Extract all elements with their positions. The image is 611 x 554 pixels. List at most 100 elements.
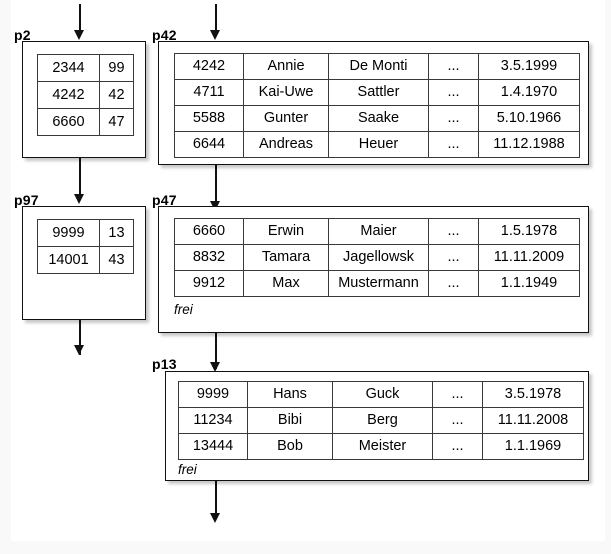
cell-date: 11.11.2008 bbox=[482, 407, 584, 434]
data-table-p42: 4242 Annie De Monti ... 3.5.1999 4711 Ka… bbox=[174, 53, 580, 158]
cell-firstname: Gunter bbox=[243, 105, 329, 132]
cell-firstname: Bob bbox=[247, 433, 333, 460]
dir-pointer-cell: 99 bbox=[99, 54, 134, 82]
cell-more: ... bbox=[428, 218, 479, 245]
cell-id: 9912 bbox=[174, 270, 244, 297]
cell-id: 6660 bbox=[174, 218, 244, 245]
arrow-into-p2-head bbox=[74, 30, 85, 40]
arrow-p2-to-p97-head bbox=[74, 194, 85, 204]
cell-firstname: Max bbox=[243, 270, 329, 297]
page-label-p97: p97 bbox=[14, 192, 39, 208]
cell-more: ... bbox=[428, 79, 479, 106]
directory-table-p2: 2344 99 4242 42 6660 47 bbox=[37, 54, 134, 136]
cell-more: ... bbox=[428, 105, 479, 132]
table-row[interactable]: 4242 42 bbox=[37, 81, 134, 109]
arrow-out-of-p97-head bbox=[74, 345, 85, 355]
cell-id: 5588 bbox=[174, 105, 244, 132]
dir-key-cell: 4242 bbox=[37, 81, 100, 109]
cell-firstname: Hans bbox=[247, 381, 333, 408]
page-gutter-bottom bbox=[0, 541, 611, 554]
cell-firstname: Tamara bbox=[243, 244, 329, 271]
page-label-p13: p13 bbox=[152, 356, 177, 372]
table-row[interactable]: 9999 13 bbox=[37, 219, 134, 247]
cell-id: 11234 bbox=[178, 407, 248, 434]
cell-firstname: Annie bbox=[243, 53, 329, 80]
cell-date: 3.5.1999 bbox=[478, 53, 580, 80]
arrow-into-p42-line bbox=[215, 4, 217, 34]
table-row[interactable]: 11234 Bibi Berg ... 11.11.2008 bbox=[178, 407, 584, 434]
cell-lastname: Mustermann bbox=[328, 270, 429, 297]
table-row[interactable]: 9912 Max Mustermann ... 1.1.1949 bbox=[174, 270, 580, 297]
table-row[interactable]: 4242 Annie De Monti ... 3.5.1999 bbox=[174, 53, 580, 80]
page-block-p42[interactable]: 4242 Annie De Monti ... 3.5.1999 4711 Ka… bbox=[158, 41, 589, 165]
cell-id: 4711 bbox=[174, 79, 244, 106]
arrow-p2-to-p97-line bbox=[79, 158, 81, 196]
table-row[interactable]: 13444 Bob Meister ... 1.1.1969 bbox=[178, 433, 584, 460]
cell-lastname: Maier bbox=[328, 218, 429, 245]
dir-key-cell: 9999 bbox=[37, 219, 100, 247]
cell-lastname: Meister bbox=[332, 433, 433, 460]
cell-lastname: Berg bbox=[332, 407, 433, 434]
data-table-p13: 9999 Hans Guck ... 3.5.1978 11234 Bibi B… bbox=[178, 381, 584, 460]
arrow-p42-to-p47-line bbox=[215, 165, 217, 203]
cell-lastname: Heuer bbox=[328, 131, 429, 158]
cell-firstname: Bibi bbox=[247, 407, 333, 434]
cell-id: 6644 bbox=[174, 131, 244, 158]
table-row[interactable]: 2344 99 bbox=[37, 54, 134, 82]
table-row[interactable]: 6644 Andreas Heuer ... 11.12.1988 bbox=[174, 131, 580, 158]
cell-more: ... bbox=[428, 244, 479, 271]
cell-id: 8832 bbox=[174, 244, 244, 271]
dir-pointer-cell: 43 bbox=[99, 246, 134, 274]
arrow-out-of-p13-head bbox=[210, 513, 221, 523]
cell-date: 1.4.1970 bbox=[478, 79, 580, 106]
page-block-p13[interactable]: 9999 Hans Guck ... 3.5.1978 11234 Bibi B… bbox=[165, 371, 589, 481]
cell-date: 11.12.1988 bbox=[478, 131, 580, 158]
page-block-p97[interactable]: 9999 13 14001 43 bbox=[22, 206, 146, 320]
cell-more: ... bbox=[428, 53, 479, 80]
cell-date: 3.5.1978 bbox=[482, 381, 584, 408]
arrow-p47-to-p13-head bbox=[210, 362, 221, 372]
cell-firstname: Erwin bbox=[243, 218, 329, 245]
cell-lastname: Sattler bbox=[328, 79, 429, 106]
table-row[interactable]: 14001 43 bbox=[37, 246, 134, 274]
page-gutter-left bbox=[0, 0, 11, 554]
cell-more: ... bbox=[432, 381, 483, 408]
dir-key-cell: 6660 bbox=[37, 108, 100, 136]
cell-more: ... bbox=[432, 433, 483, 460]
cell-id: 4242 bbox=[174, 53, 244, 80]
cell-id: 9999 bbox=[178, 381, 248, 408]
table-row[interactable]: 9999 Hans Guck ... 3.5.1978 bbox=[178, 381, 584, 408]
cell-lastname: Guck bbox=[332, 381, 433, 408]
table-row[interactable]: 6660 Erwin Maier ... 1.5.1978 bbox=[174, 218, 580, 245]
arrow-out-of-p97-line bbox=[79, 320, 81, 355]
cell-date: 1.5.1978 bbox=[478, 218, 580, 245]
dir-pointer-cell: 47 bbox=[99, 108, 134, 136]
page-label-p2: p2 bbox=[14, 27, 31, 43]
page-gutter-right bbox=[605, 0, 611, 554]
cell-date: 11.11.2009 bbox=[478, 244, 580, 271]
cell-more: ... bbox=[428, 131, 479, 158]
free-space-label-p13: frei bbox=[178, 462, 197, 477]
page-label-p47: p47 bbox=[152, 192, 177, 208]
arrow-into-p42-head bbox=[210, 30, 221, 40]
page-block-p47[interactable]: 6660 Erwin Maier ... 1.5.1978 8832 Tamar… bbox=[158, 206, 589, 333]
cell-date: 5.10.1966 bbox=[478, 105, 580, 132]
cell-more: ... bbox=[428, 270, 479, 297]
cell-firstname: Andreas bbox=[243, 131, 329, 158]
dir-pointer-cell: 13 bbox=[99, 219, 134, 247]
table-row[interactable]: 4711 Kai-Uwe Sattler ... 1.4.1970 bbox=[174, 79, 580, 106]
dir-key-cell: 2344 bbox=[37, 54, 100, 82]
page-block-p2[interactable]: 2344 99 4242 42 6660 47 bbox=[22, 41, 146, 158]
table-row[interactable]: 6660 47 bbox=[37, 108, 134, 136]
table-row[interactable]: 8832 Tamara Jagellowsk ... 11.11.2009 bbox=[174, 244, 580, 271]
cell-more: ... bbox=[432, 407, 483, 434]
directory-table-p97: 9999 13 14001 43 bbox=[37, 219, 134, 274]
cell-firstname: Kai-Uwe bbox=[243, 79, 329, 106]
data-table-p47: 6660 Erwin Maier ... 1.5.1978 8832 Tamar… bbox=[174, 218, 580, 297]
table-row[interactable]: 5588 Gunter Saake ... 5.10.1966 bbox=[174, 105, 580, 132]
arrow-p47-to-p13-line bbox=[215, 333, 217, 369]
cell-lastname: De Monti bbox=[328, 53, 429, 80]
free-space-label-p47: frei bbox=[174, 302, 193, 317]
arrow-out-of-p13-line bbox=[215, 480, 217, 518]
dir-pointer-cell: 42 bbox=[99, 81, 134, 109]
